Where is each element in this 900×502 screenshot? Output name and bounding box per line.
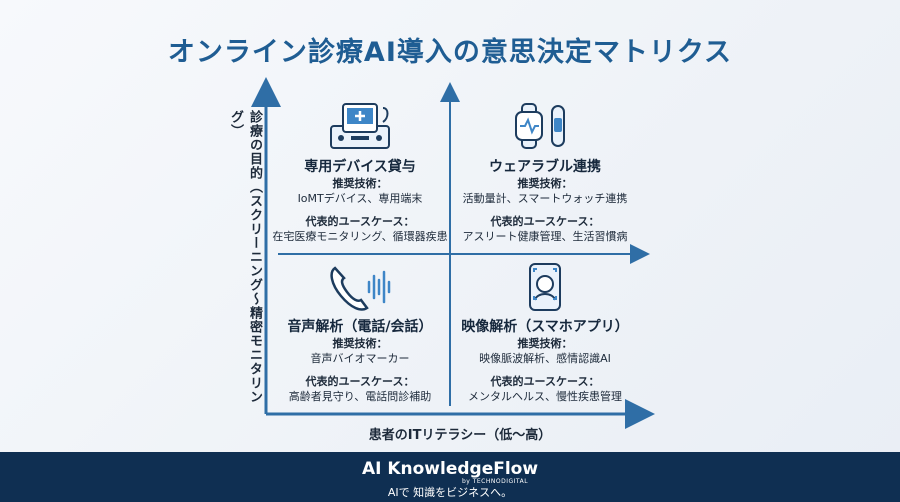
tech-label: 推奨技術： bbox=[332, 337, 388, 350]
footer-bar: AI KnowledgeFlow by TECHNODIGITAL AIで 知識… bbox=[0, 452, 900, 502]
quadrant-bottom-right: 映像解析（スマホアプリ） 推奨技術： 映像脈波解析、感情認識AI 代表的ユースケ… bbox=[455, 262, 635, 404]
tech-label: 推奨技術： bbox=[517, 337, 573, 350]
case-label: 代表的ユースケース： bbox=[490, 375, 600, 388]
quadrant-title: 音声解析（電話/会話） bbox=[287, 319, 433, 335]
quadrant-bottom-left: 音声解析（電話/会話） 推奨技術： 音声バイオマーカー 代表的ユースケース： 高… bbox=[270, 262, 450, 404]
smartwatch-icon bbox=[515, 103, 565, 149]
tech-label: 推奨技術： bbox=[332, 177, 388, 190]
case-label: 代表的ユースケース： bbox=[305, 215, 415, 228]
brand-byline: by TECHNODIGITAL bbox=[461, 478, 529, 485]
tech-value: 活動量計、スマートウォッチ連携 bbox=[462, 192, 628, 205]
case-value: 高齢者見守り、電話問診補助 bbox=[288, 390, 432, 403]
tech-label: 推奨技術： bbox=[517, 177, 573, 190]
matrix-axes bbox=[251, 77, 655, 429]
brand-name: AI KnowledgeFlow bbox=[361, 459, 539, 479]
tech-value: IoMTデバイス、専用端末 bbox=[297, 192, 423, 205]
case-value: 在宅医療モニタリング、循環器疾患 bbox=[272, 230, 448, 243]
x-axis-label: 患者のITリテラシー（低～高） bbox=[368, 428, 552, 443]
quadrant-title: 専用デバイス貸与 bbox=[304, 159, 416, 175]
case-value: メンタルヘルス、慢性疾患管理 bbox=[468, 390, 622, 403]
brand-tagline: AIで 知識をビジネスへ。 bbox=[387, 486, 513, 499]
face-scan-phone-icon bbox=[529, 263, 561, 311]
y-axis-label: 診療の目的（スクリーニング～精密モニタリング） bbox=[228, 110, 262, 404]
case-label: 代表的ユースケース： bbox=[490, 215, 600, 228]
quadrant-title: 映像解析（スマホアプリ） bbox=[461, 319, 629, 335]
tech-value: 音声バイオマーカー bbox=[310, 352, 410, 365]
quadrant-top-left: 専用デバイス貸与 推奨技術： IoMTデバイス、専用端末 代表的ユースケース： … bbox=[270, 100, 450, 244]
page-title: オンライン診療AI導入の意思決定マトリクス bbox=[167, 37, 733, 68]
quadrant-top-right: ウェアラブル連携 推奨技術： 活動量計、スマートウォッチ連携 代表的ユースケース… bbox=[455, 100, 635, 244]
tech-value: 映像脈波解析、感情認識AI bbox=[479, 352, 611, 365]
medical-device-icon bbox=[330, 103, 390, 149]
phone-voice-icon bbox=[330, 266, 391, 311]
case-value: アスリート健康管理、生活習慣病 bbox=[462, 230, 628, 243]
case-label: 代表的ユースケース： bbox=[305, 375, 415, 388]
quadrant-title: ウェアラブル連携 bbox=[489, 159, 601, 175]
